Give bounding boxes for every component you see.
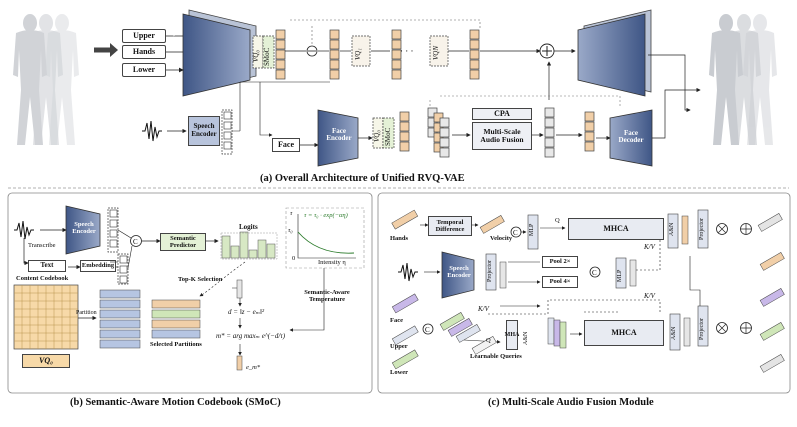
embedding-box: Embedding [80, 260, 116, 272]
smoc-label: SMoC [263, 47, 271, 66]
input-hands: Hands [122, 45, 166, 59]
semantic-predictor-box: Semantic Predictor [160, 233, 206, 251]
topk-label: Top-K Selection [178, 276, 223, 283]
vq0-box-b: VQ₀ [22, 354, 70, 368]
panel-b: C [7, 192, 373, 394]
waveform-icon [14, 220, 34, 240]
distance-formula: d = ‖z − eₘ‖² [228, 308, 265, 316]
speech-encoder-c: Speech Encoder [447, 265, 471, 279]
an-label-top: A&N [669, 222, 675, 236]
transcribe-label: Transcribe [28, 242, 56, 249]
partitions [99, 289, 141, 349]
q-label-top: Q [555, 217, 560, 224]
vq1-label: VQ₁ [354, 48, 362, 60]
mhca-box-bottom: MHCA [584, 320, 664, 346]
mha-box: MHA [505, 320, 519, 350]
temperature-formula: τ = τ₀ · exp(−αη) [304, 212, 348, 219]
kv-label-top: K/V [644, 243, 655, 251]
caption-b: (b) Semantic-Aware Motion Codebook (SMoC… [70, 397, 281, 408]
token-stack-top [275, 29, 480, 80]
face-input-a: Face [272, 138, 300, 152]
selected-partitions-label: Selected Partitions [150, 341, 202, 348]
svg-text:· · ·: · · · [400, 46, 414, 56]
concat-icon [130, 235, 142, 247]
argmax-formula: m* = arg maxₘ e^(−d/τ) [216, 332, 286, 340]
svg-text:C: C [513, 229, 518, 237]
kv-label-mid: K/V [644, 292, 655, 300]
tau-axis-label: τ [290, 210, 293, 217]
an-label-bottom: A&N [671, 326, 677, 340]
vq0-label-face: VQ₀ [373, 130, 381, 142]
decoder [577, 9, 652, 97]
vq0-label: VQ₀ [252, 50, 260, 62]
vqn-label: VQN [432, 46, 440, 60]
human-figure-icon [13, 14, 79, 145]
lower-label-c: Lower [390, 369, 409, 376]
svg-text:C: C [592, 269, 597, 277]
concat-icon [589, 266, 601, 278]
pool2-box: Pool 2× [542, 256, 578, 268]
projector-label-mid: Projector [487, 260, 493, 282]
mlp-label-top: MLP [529, 223, 535, 236]
cpa-box: CPA [472, 108, 532, 120]
upper-label-c: Upper [390, 343, 408, 350]
content-codebook-label: Content Codebook [16, 275, 69, 282]
hands-label: Hands [390, 235, 409, 242]
concat-icon [422, 323, 434, 335]
face-label-c: Face [390, 317, 403, 324]
input-upper: Upper [122, 29, 166, 43]
waveform-icon [142, 120, 162, 142]
svg-text:C: C [133, 238, 138, 246]
q-label-bottom: Q [486, 337, 491, 344]
zero-label: 0 [292, 255, 296, 262]
human-figure-icon [709, 14, 777, 145]
kv-label-bottom: K/V [478, 305, 489, 313]
face-encoder-shape [317, 109, 359, 167]
msaf-box: Multi-Scale Audio Fusion [472, 122, 532, 150]
svg-text:C: C [425, 326, 430, 334]
speech-encoder-a: Speech Encoder [188, 116, 220, 146]
tau0-label: τ₀ [288, 227, 293, 234]
conv-mask-encoder [182, 9, 257, 97]
temporal-difference-box: Temporal Difference [428, 216, 472, 236]
text-box: Text [28, 260, 66, 272]
em-star-label: e_m* [246, 364, 261, 371]
mlp-label-mid: MLP [617, 269, 623, 282]
caption-a: (a) Overall Architecture of Unified RVQ-… [260, 173, 465, 184]
mhca-box-top: MHCA [568, 218, 664, 240]
content-codebook-grid [13, 284, 79, 350]
waveform-icon [398, 262, 418, 282]
conv-mask-label: Conv Mask [171, 15, 179, 48]
logits-bars [220, 231, 278, 260]
logits-label: Logits [239, 223, 258, 231]
face-decoder-shape [609, 109, 653, 167]
input-lower: Lower [122, 63, 166, 77]
face-encoder-label: Face Encoder [326, 127, 352, 142]
pool4-box: Pool 4× [542, 276, 578, 288]
an-label-mid: A&N [523, 331, 529, 345]
projector-label-top: Projector [699, 218, 705, 240]
learnable-queries-label: Learnable Queries [470, 353, 522, 360]
smoc-label-face: SMoC [384, 127, 392, 146]
sat-label: Semantic-Aware Temperature [304, 289, 350, 303]
caption-c: (c) Multi-Scale Audio Fusion Module [488, 397, 654, 408]
face-decoder-label: Face Decoder [618, 129, 644, 144]
selected-partitions [151, 299, 201, 339]
speech-encoder-b: Speech Encoder [72, 221, 96, 235]
projector-label-bottom: Projector [699, 318, 705, 340]
intensity-label: Intensity η [318, 259, 346, 266]
partition-label: Partition [76, 310, 97, 316]
panel-c: C C C [377, 192, 791, 394]
velocity-label: Velocity [490, 235, 513, 242]
panel-a: · · · [8, 9, 789, 189]
